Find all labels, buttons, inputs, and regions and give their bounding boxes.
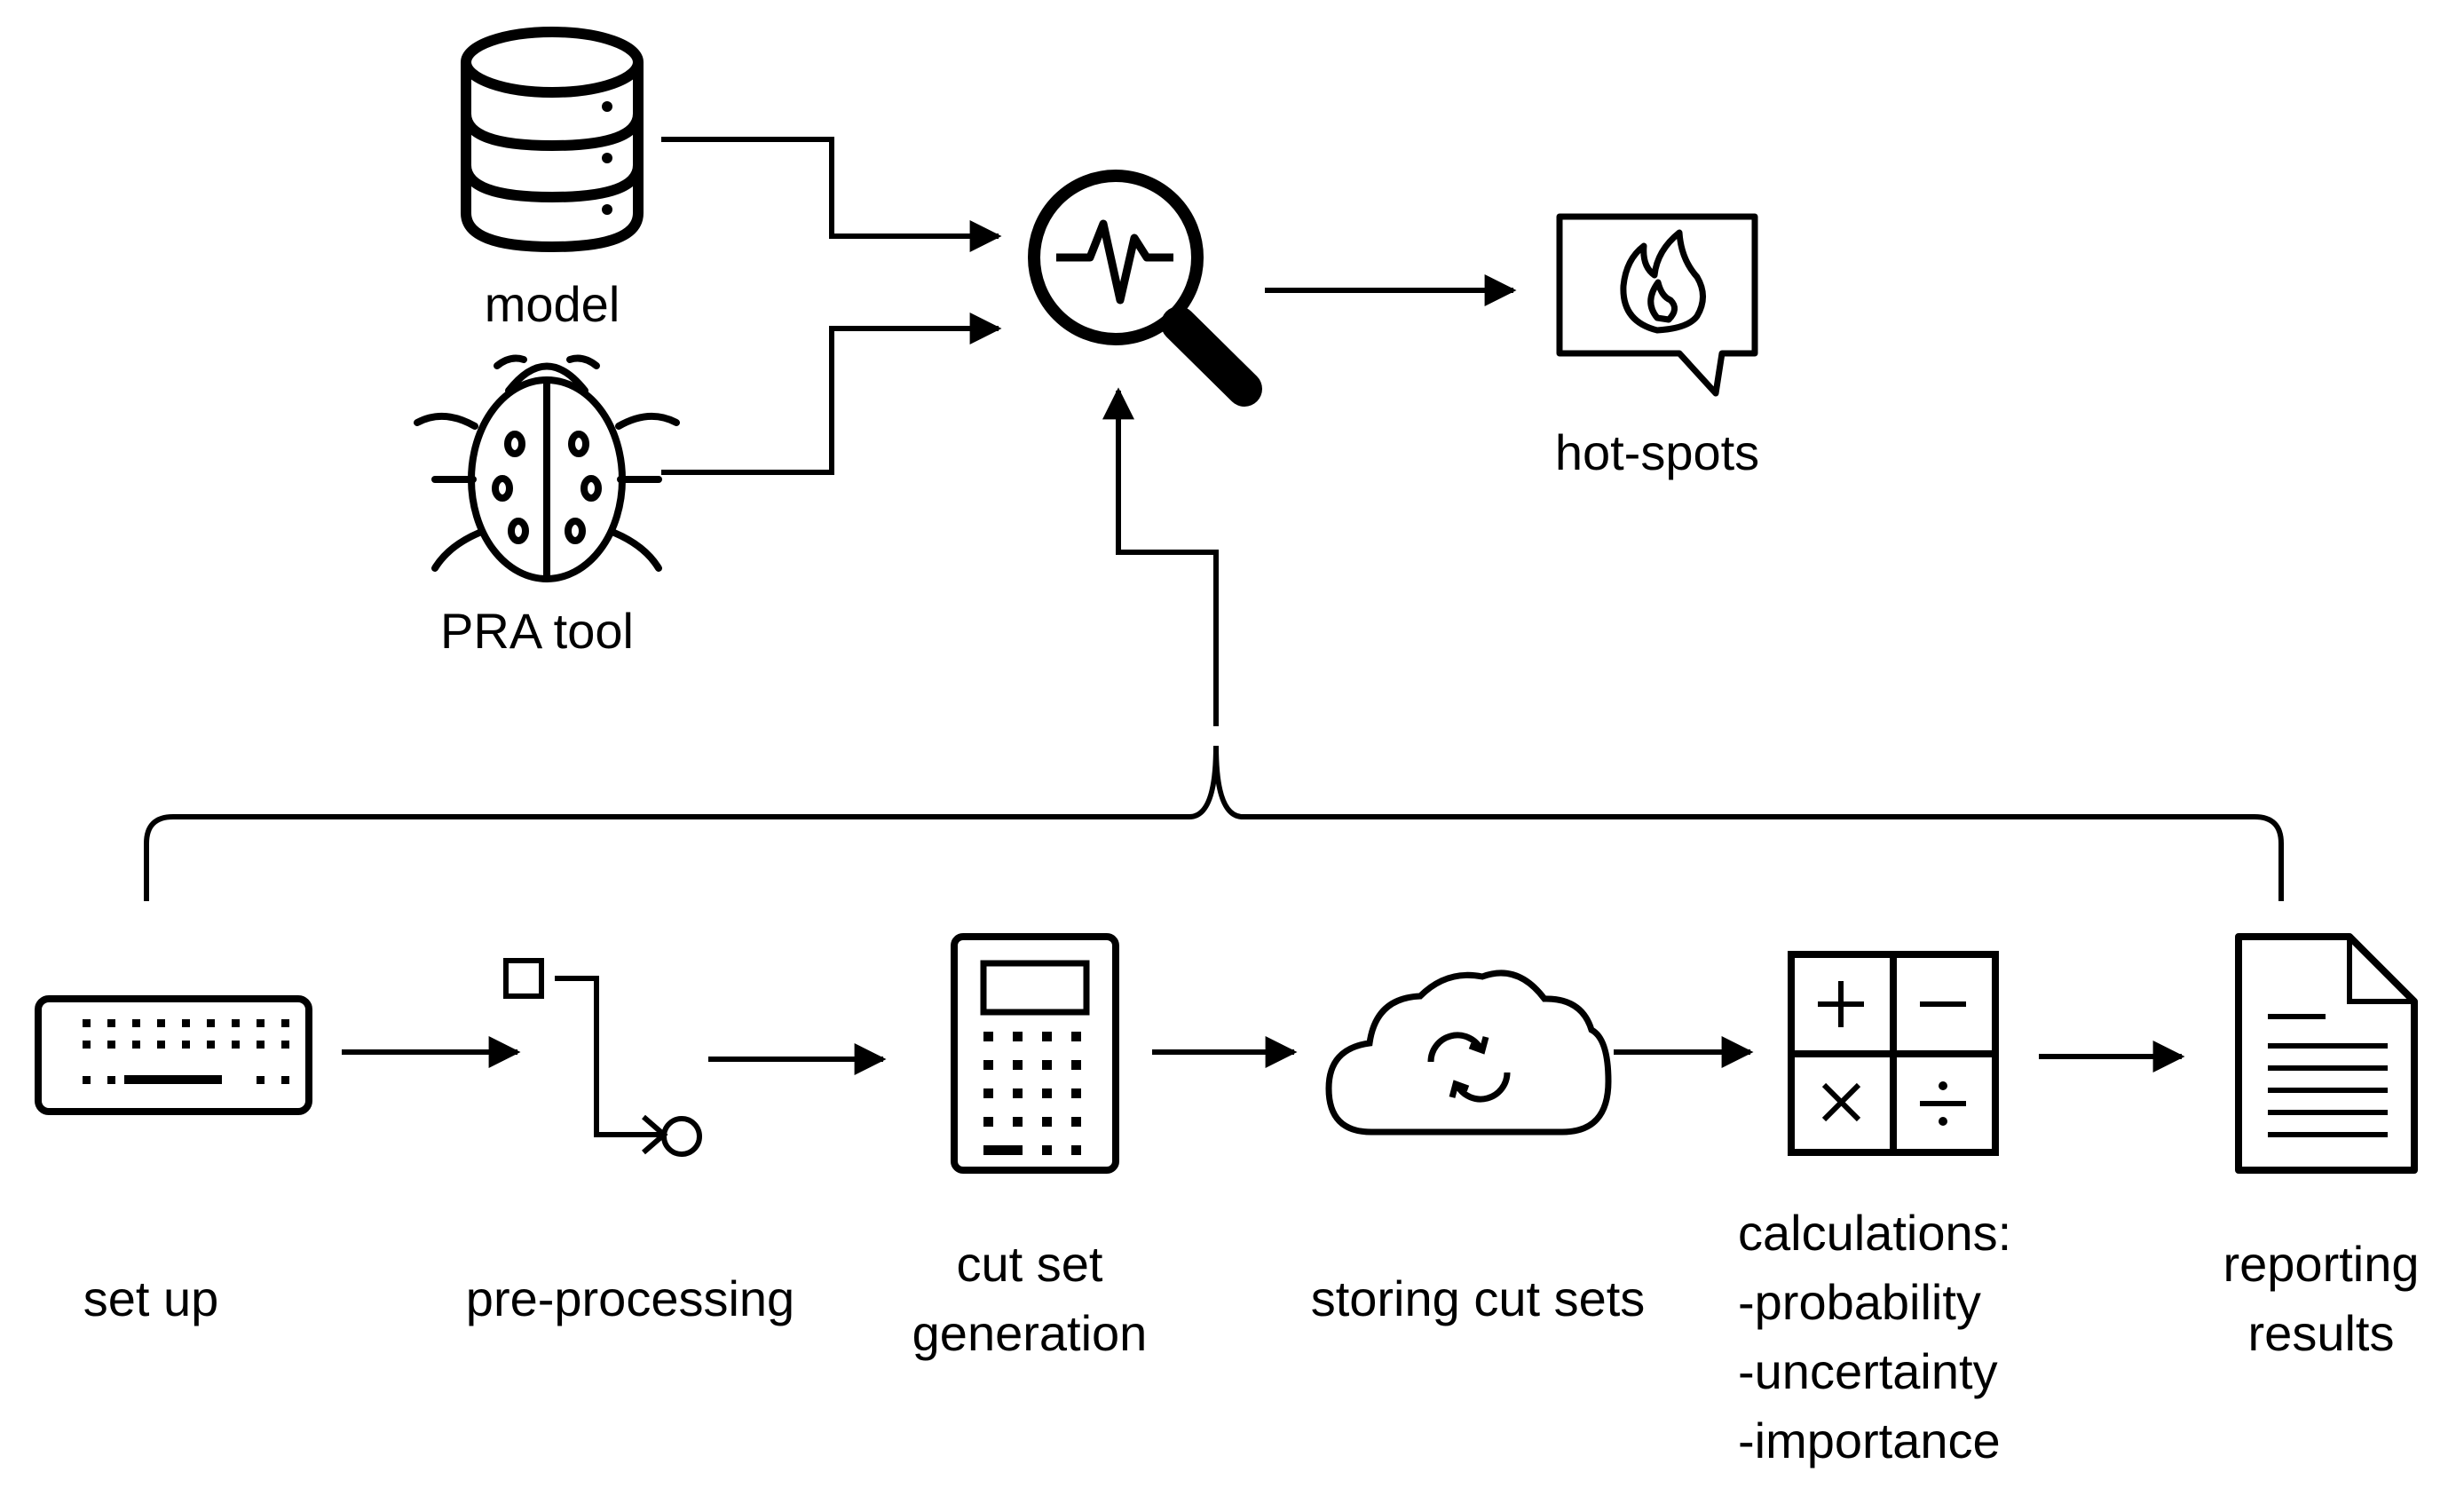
- calculator-key: [1013, 1032, 1023, 1041]
- keyboard-key: [281, 1041, 289, 1049]
- calculator-key: [1013, 1117, 1023, 1127]
- keyboard-key: [281, 1076, 289, 1084]
- calculator-key: [1013, 1088, 1023, 1098]
- calculations-line4: -importance: [1738, 1413, 2001, 1468]
- input-connectors: [661, 137, 1002, 475]
- calculations-line2: -probability: [1738, 1274, 1981, 1330]
- pipeline-arrows: [342, 1036, 2185, 1075]
- keyboard-key: [107, 1076, 115, 1084]
- setup-label: set up: [83, 1270, 219, 1326]
- calculator-key: [1042, 1117, 1052, 1127]
- calculations-label: calculations: -probability -uncertainty …: [1738, 1199, 2111, 1476]
- keyboard-key: [257, 1041, 265, 1049]
- calculator-key: [983, 1088, 993, 1098]
- keyboard-key: [257, 1076, 265, 1084]
- keyboard-key: [132, 1041, 140, 1049]
- flow-path-icon: [503, 958, 702, 1157]
- keyboard-key: [232, 1019, 240, 1027]
- math-operators-icon: [1788, 951, 1999, 1156]
- calculator-key: [1042, 1088, 1052, 1098]
- pra-tool-label: PRA tool: [440, 603, 634, 659]
- calculator-key: [1071, 1088, 1081, 1098]
- storing-cutsets-label: storing cut sets: [1310, 1270, 1646, 1326]
- keyboard-key: [281, 1019, 289, 1027]
- keyboard-key: [207, 1019, 215, 1027]
- database-icon: [461, 27, 644, 253]
- fire-speech-bubble-icon: [1556, 213, 1758, 397]
- reporting-results-line1: reporting: [2223, 1236, 2420, 1292]
- keyboard-key: [157, 1041, 165, 1049]
- calculator-key: [1013, 1060, 1023, 1070]
- keyboard-key: [107, 1019, 115, 1027]
- pipeline-bracket: [144, 745, 2284, 901]
- keyboard-key: [182, 1019, 190, 1027]
- calculator-wide-key: [983, 1145, 1023, 1155]
- calculator-key: [1071, 1117, 1081, 1127]
- keyboard-key: [157, 1019, 165, 1027]
- reporting-results-line2: results: [2247, 1305, 2395, 1361]
- calculator-key: [1042, 1032, 1052, 1041]
- keyboard-icon: [35, 995, 312, 1115]
- calculator-icon: [951, 933, 1119, 1174]
- calculator-key: [983, 1060, 993, 1070]
- keyboard-key: [182, 1041, 190, 1049]
- keyboard-key: [207, 1041, 215, 1049]
- keyboard-key: [83, 1041, 91, 1049]
- model-label: model: [484, 276, 620, 332]
- cloud-sync-icon: [1325, 970, 1612, 1136]
- magnifier-waveform-icon: [1028, 170, 1262, 407]
- bracket-connector: [1102, 387, 1219, 726]
- cutset-generation-label: cut set generation: [879, 1230, 1181, 1368]
- bug-icon: [414, 354, 680, 582]
- calculator-key: [1071, 1060, 1081, 1070]
- calculations-line3: -uncertainty: [1738, 1343, 1998, 1399]
- keyboard-key: [107, 1041, 115, 1049]
- cutset-generation-line1: cut set: [956, 1236, 1103, 1292]
- keyboard-key: [232, 1041, 240, 1049]
- keyboard-key: [257, 1019, 265, 1027]
- calculator-key: [983, 1117, 993, 1127]
- keyboard-spacebar: [124, 1075, 222, 1084]
- reporting-results-label: reporting results: [2188, 1230, 2454, 1368]
- calculations-line1: calculations:: [1738, 1205, 2012, 1261]
- keyboard-key: [83, 1076, 91, 1084]
- document-icon: [2235, 933, 2418, 1174]
- calculator-key: [1042, 1145, 1052, 1155]
- hotspots-label: hot-spots: [1554, 424, 1760, 480]
- calculator-key: [1071, 1032, 1081, 1041]
- cutset-generation-line2: generation: [912, 1305, 1148, 1361]
- calculator-key: [1042, 1060, 1052, 1070]
- keyboard-key: [132, 1019, 140, 1027]
- keyboard-key: [83, 1019, 91, 1027]
- calculator-key: [983, 1032, 993, 1041]
- calculator-key: [1071, 1145, 1081, 1155]
- preprocessing-label: pre-processing: [465, 1270, 795, 1326]
